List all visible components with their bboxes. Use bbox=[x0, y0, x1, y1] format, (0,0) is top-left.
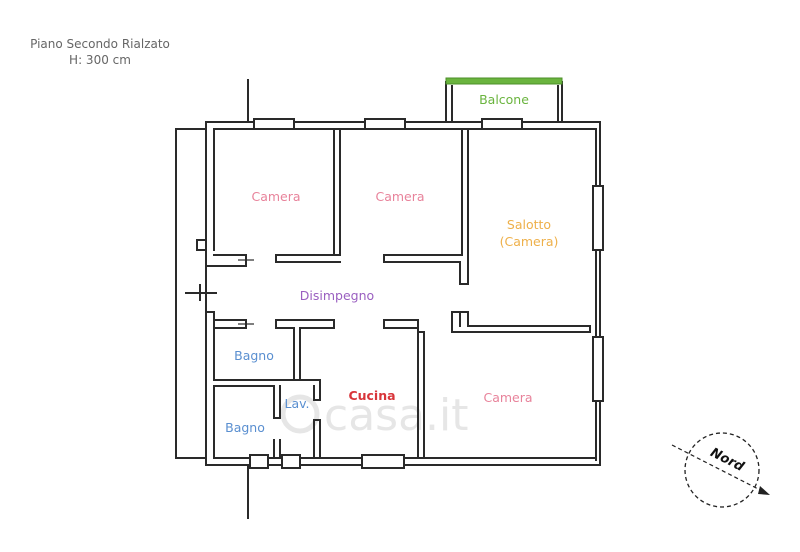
label-balcone: Balcone bbox=[479, 92, 529, 107]
label-salotto: Salotto bbox=[507, 217, 551, 232]
watermark: casa.it bbox=[280, 390, 469, 441]
door-marks bbox=[238, 259, 254, 325]
label-bagno-2: Bagno bbox=[225, 420, 265, 435]
label-camera-2: Camera bbox=[375, 189, 424, 204]
room-labels: Balcone Camera Camera Salotto (Camera) D… bbox=[225, 92, 558, 435]
label-cucina: Cucina bbox=[348, 388, 395, 403]
north-compass: Nord bbox=[671, 432, 770, 508]
label-camera-3: Camera bbox=[483, 390, 532, 405]
label-lavanderia: Lav. bbox=[284, 396, 309, 411]
label-salotto-sub: (Camera) bbox=[500, 234, 559, 249]
label-disimpegno: Disimpegno bbox=[300, 288, 374, 303]
walls bbox=[175, 79, 604, 519]
floor-title: Piano Secondo Rialzato bbox=[30, 37, 170, 51]
watermark-text: casa.it bbox=[324, 390, 469, 441]
label-bagno-1: Bagno bbox=[234, 348, 274, 363]
compass-label: Nord bbox=[708, 445, 747, 475]
ceiling-height: H: 300 cm bbox=[69, 53, 131, 67]
balcony-rail bbox=[445, 77, 563, 85]
label-camera-1: Camera bbox=[251, 189, 300, 204]
